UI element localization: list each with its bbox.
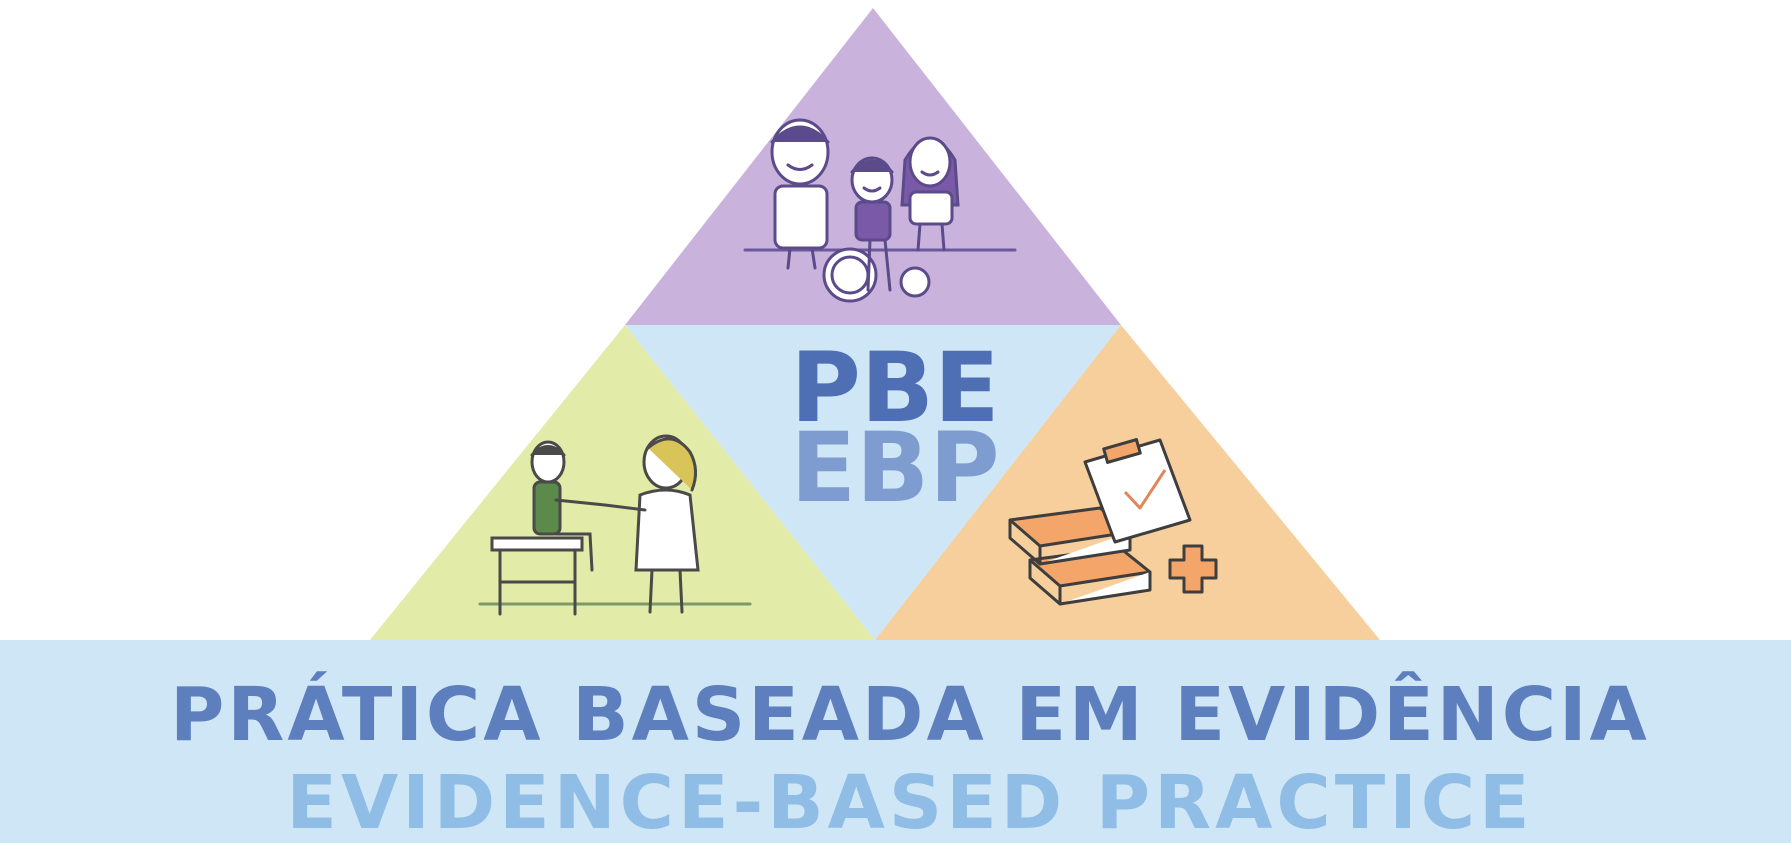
banner-title-en: EVIDENCE-BASED PRACTICE: [286, 760, 1534, 843]
left-triangle: [370, 325, 875, 640]
center-triangle: [625, 325, 1121, 640]
abbreviation-en: EBP: [790, 412, 1000, 524]
family-icon: [743, 118, 1017, 303]
abbreviation-pt: PBE: [790, 332, 1000, 444]
title-banner: [0, 640, 1791, 843]
books-clipboard-icon: [1008, 438, 1218, 606]
banner-title-pt: PRÁTICA BASEADA EM EVIDÊNCIA: [170, 672, 1650, 758]
clinician-patient-icon: [478, 434, 752, 616]
